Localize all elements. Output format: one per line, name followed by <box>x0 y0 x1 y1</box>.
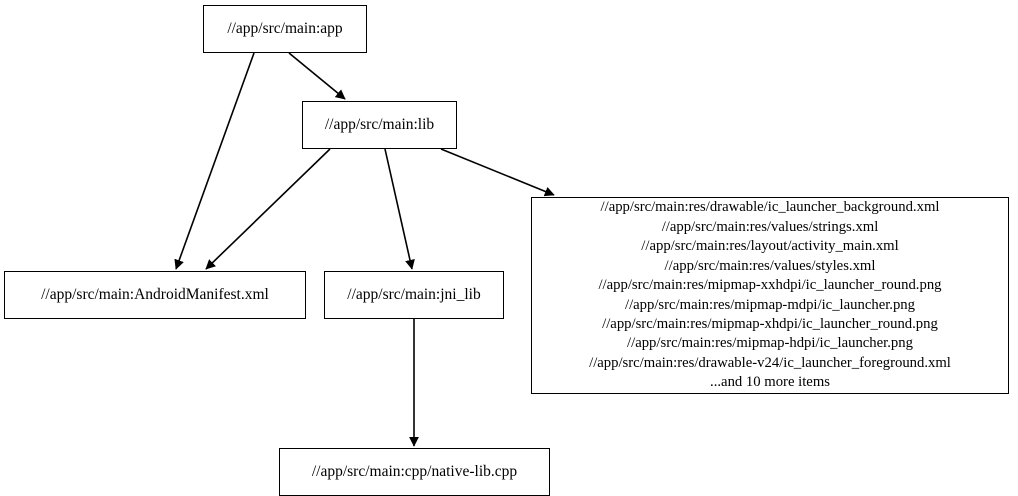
resource-path-item: //app/src/main:res/values/styles.xml <box>664 257 876 274</box>
edge-lib-to-resources <box>440 148 555 197</box>
resource-overflow-label: ...and 10 more items <box>710 374 830 391</box>
resource-path-item: //app/src/main:res/drawable-v24/ic_launc… <box>589 354 951 371</box>
resource-path-item: //app/src/main:res/drawable/ic_launcher_… <box>600 199 940 216</box>
node-app[interactable]: //app/src/main:app <box>203 5 367 53</box>
node-lib-label: //app/src/main:lib <box>324 115 435 133</box>
node-app-label: //app/src/main:app <box>227 19 343 37</box>
resource-path-item: //app/src/main:res/layout/activity_main.… <box>641 238 899 255</box>
edge-lib-to-manifest <box>205 148 331 270</box>
resource-path-item: //app/src/main:res/mipmap-xhdpi/ic_launc… <box>602 315 938 332</box>
node-android-manifest[interactable]: //app/src/main:AndroidManifest.xml <box>4 271 306 319</box>
edge-app-to-lib <box>288 52 346 100</box>
node-jni-lib-label: //app/src/main:jni_lib <box>347 285 481 303</box>
resource-path-item: //app/src/main:res/mipmap-hdpi/ic_launch… <box>627 335 913 352</box>
node-native-lib-cpp[interactable]: //app/src/main:cpp/native-lib.cpp <box>279 448 550 496</box>
resource-path-item: //app/src/main:res/mipmap-mdpi/ic_launch… <box>624 296 915 313</box>
resource-path-item: //app/src/main:res/mipmap-xxhdpi/ic_laun… <box>598 277 942 294</box>
node-android-manifest-label: //app/src/main:AndroidManifest.xml <box>41 285 269 303</box>
node-jni-lib[interactable]: //app/src/main:jni_lib <box>324 271 504 319</box>
resource-path-item: //app/src/main:res/values/strings.xml <box>661 218 879 235</box>
node-native-lib-cpp-label: //app/src/main:cpp/native-lib.cpp <box>311 462 518 480</box>
node-resources-bundle[interactable]: //app/src/main:res/drawable/ic_launcher_… <box>531 197 1009 394</box>
edge-app-to-manifest <box>174 52 255 270</box>
node-lib[interactable]: //app/src/main:lib <box>302 101 457 149</box>
edge-lib-to-jni-lib <box>384 148 415 270</box>
